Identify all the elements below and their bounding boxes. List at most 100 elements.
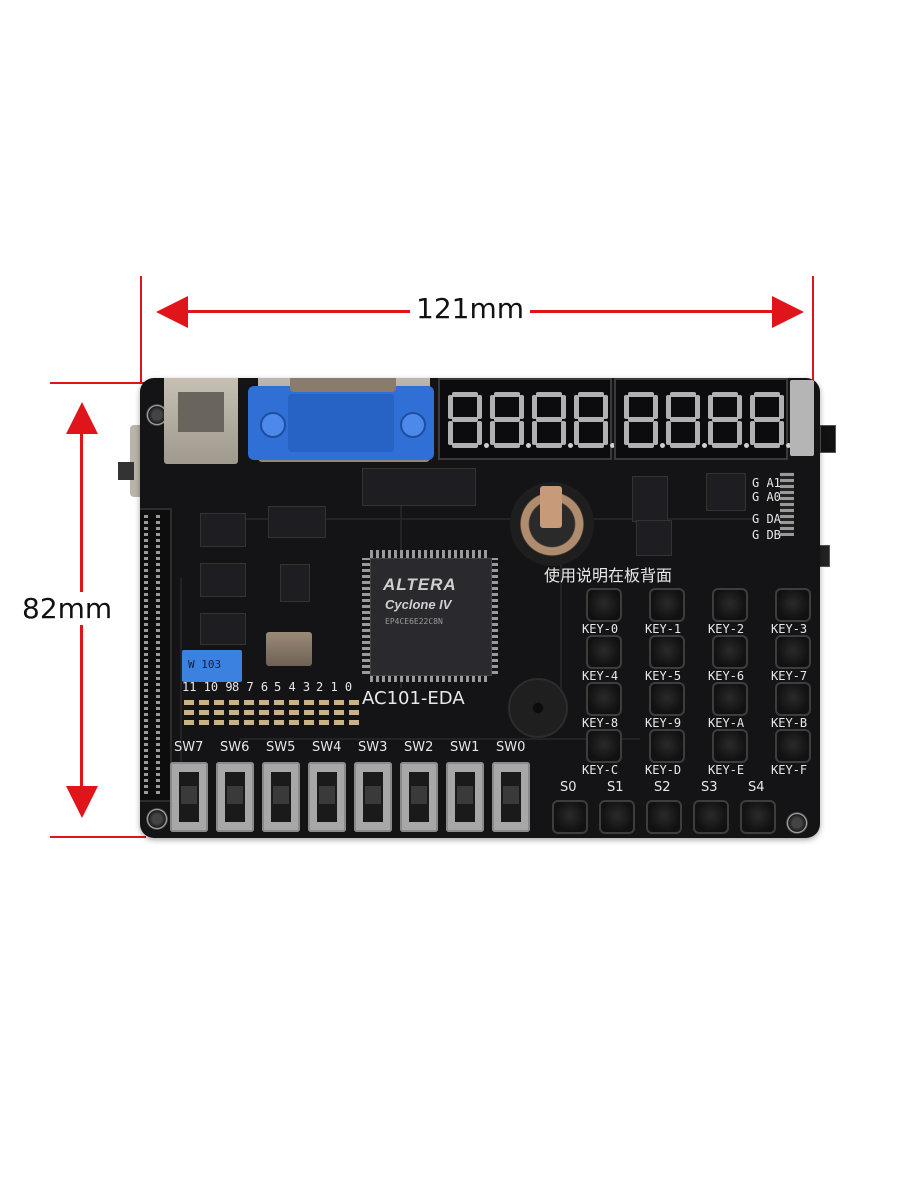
segment-digit — [708, 392, 749, 448]
switch-label-sw6: SW6 — [220, 740, 250, 755]
side-button — [820, 425, 836, 453]
keypad-button-key-7[interactable] — [775, 635, 811, 669]
segment-digit — [574, 392, 615, 448]
height-arrow-down-icon — [66, 786, 98, 818]
smd-resistor — [244, 700, 254, 705]
slide-switch-sw0[interactable] — [492, 762, 530, 832]
slide-switch-sw1[interactable] — [446, 762, 484, 832]
keypad-button-key-5[interactable] — [649, 635, 685, 669]
keypad-button-key-d[interactable] — [649, 729, 685, 763]
smd-resistor — [184, 710, 194, 715]
usb-connector — [164, 378, 238, 464]
button-label-s3: S3 — [701, 780, 718, 795]
vga-screw-left — [260, 412, 286, 438]
smd-resistor — [184, 720, 194, 725]
smd-resistor — [274, 720, 284, 725]
keypad-button-key-4[interactable] — [586, 635, 622, 669]
push-button-s1[interactable] — [599, 800, 635, 834]
width-dimension-label: 121mm — [410, 292, 530, 325]
smd-resistor — [334, 710, 344, 715]
manual-note: 使用说明在板背面 — [544, 566, 673, 585]
slide-switch-sw3[interactable] — [354, 762, 392, 832]
keypad-button-key-8[interactable] — [586, 682, 622, 716]
width-guide-left — [140, 276, 142, 382]
smd-resistor — [289, 700, 299, 705]
push-button-s0[interactable] — [552, 800, 588, 834]
slide-switch-sw2[interactable] — [400, 762, 438, 832]
gpio-label-a0: G A0 — [752, 490, 781, 504]
switch-label-sw4: SW4 — [312, 740, 342, 755]
gpio-header — [780, 472, 794, 536]
switch-label-sw3: SW3 — [358, 740, 388, 755]
smd-resistor — [244, 720, 254, 725]
segment-digit — [448, 392, 489, 448]
fpga-pins-top — [370, 550, 490, 558]
smd-resistor — [319, 710, 329, 715]
keypad-button-key-6[interactable] — [712, 635, 748, 669]
driver-ic — [268, 506, 326, 538]
push-button-s4[interactable] — [740, 800, 776, 834]
width-arrow-right-icon — [772, 296, 804, 328]
height-guide-bottom — [50, 836, 146, 838]
gpio-label-a1: G A1 — [752, 476, 781, 490]
keypad-button-key-3[interactable] — [775, 588, 811, 622]
smd-resistor — [214, 720, 224, 725]
vga-connector — [248, 386, 434, 460]
mount-hole-bl — [146, 808, 168, 830]
button-label-s1: S1 — [607, 780, 624, 795]
keypad-button-key-1[interactable] — [649, 588, 685, 622]
smd-resistor — [214, 710, 224, 715]
altera-logo: ALTERA — [383, 575, 457, 594]
width-arrow-left-icon — [156, 296, 188, 328]
smd-resistor — [289, 720, 299, 725]
smd-resistor — [334, 700, 344, 705]
slide-switch-sw5[interactable] — [262, 762, 300, 832]
keypad-button-key-b[interactable] — [775, 682, 811, 716]
keypad-button-key-e[interactable] — [712, 729, 748, 763]
logic-ic-1 — [706, 473, 746, 511]
keypad-label: KEY-9 — [645, 716, 682, 730]
smd-resistor — [259, 710, 269, 715]
width-guide-right — [812, 276, 814, 382]
button-label-s0: S0 — [560, 780, 577, 795]
potentiometer-label: W 103 — [188, 658, 222, 671]
smd-resistor — [229, 710, 239, 715]
switch-label-sw0: SW0 — [496, 740, 526, 755]
smd-resistor — [199, 710, 209, 715]
slide-switch-sw4[interactable] — [308, 762, 346, 832]
button-label-s4: S4 — [748, 780, 765, 795]
crystal-oscillator — [266, 632, 312, 666]
keypad-button-key-f[interactable] — [775, 729, 811, 763]
keypad-label: KEY-6 — [708, 669, 745, 683]
push-button-s2[interactable] — [646, 800, 682, 834]
mount-hole-tl — [146, 404, 168, 426]
keypad-button-key-c[interactable] — [586, 729, 622, 763]
keypad-button-key-2[interactable] — [712, 588, 748, 622]
smd-resistor — [259, 720, 269, 725]
smd-resistor — [349, 710, 359, 715]
keypad-label: KEY-7 — [771, 669, 808, 683]
keypad-button-key-0[interactable] — [586, 588, 622, 622]
keypad-label: KEY-2 — [708, 622, 745, 636]
slide-switch-sw7[interactable] — [170, 762, 208, 832]
regulator-ic-2 — [200, 563, 246, 597]
seven-segment-display-left — [438, 378, 615, 460]
keypad-label: KEY-4 — [582, 669, 619, 683]
smd-resistor — [199, 700, 209, 705]
smd-resistor — [304, 710, 314, 715]
keypad-button-key-9[interactable] — [649, 682, 685, 716]
slide-switch-sw6[interactable] — [216, 762, 254, 832]
keypad-label: KEY-D — [645, 763, 682, 777]
button-label-s2: S2 — [654, 780, 671, 795]
smd-resistor — [244, 710, 254, 715]
keypad-button-key-a[interactable] — [712, 682, 748, 716]
push-button-s3[interactable] — [693, 800, 729, 834]
smd-resistor — [274, 710, 284, 715]
seven-segment-display-right — [614, 378, 791, 460]
potentiometer: W 103 — [182, 650, 242, 682]
segment-digit — [666, 392, 707, 448]
smd-resistor — [199, 720, 209, 725]
keypad-label: KEY-0 — [582, 622, 619, 636]
logic-ic-2 — [636, 520, 672, 556]
smd-resistor — [259, 700, 269, 705]
